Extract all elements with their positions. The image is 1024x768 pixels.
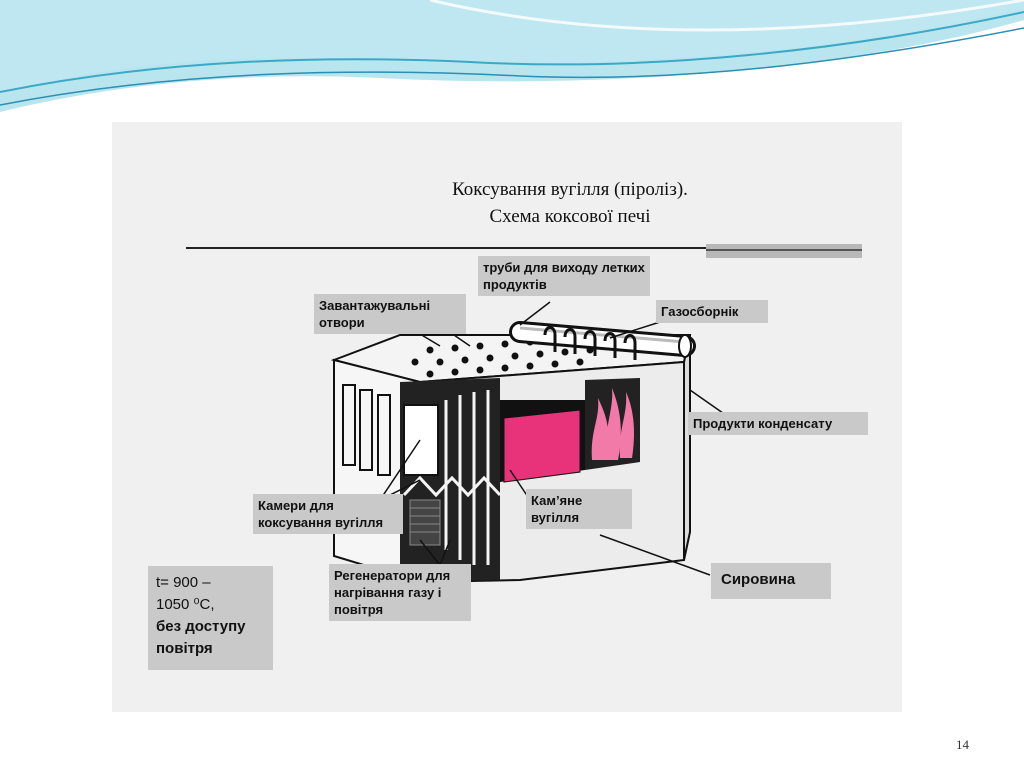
regenerator-zigzag (402, 475, 502, 498)
regenerator-grid (409, 499, 441, 546)
label-loading-holes: Завантажувальні отвори (314, 294, 466, 334)
flames (591, 388, 634, 460)
no-air-line-2: повітря (156, 640, 213, 657)
label-gas-collector: Газосборнік (656, 300, 768, 323)
heating-walls (444, 390, 490, 565)
conditions-box: t= 900 – 1050 ⁰C, без доступу повітря (148, 566, 273, 670)
side-slots (342, 384, 391, 476)
diagram-title: Коксування вугілля (піроліз). Схема кокс… (360, 176, 780, 230)
gas-collector-pipe (509, 321, 696, 358)
label-coal: Кам’яне вугілля (526, 489, 632, 529)
label-chambers: Камери для коксування вугілля (253, 494, 403, 534)
no-air-line-1: без доступу (156, 618, 246, 635)
temperature-line-1: t= 900 – (156, 574, 211, 591)
label-condensate: Продукти конденсату (688, 412, 868, 435)
label-raw-material: Сировина (711, 563, 831, 599)
hot-coal (503, 409, 581, 483)
temperature-line-2: 1050 ⁰C, (156, 596, 215, 613)
label-pipes: труби для виходу летких продуктів (478, 256, 650, 296)
empty-chamber (403, 404, 439, 476)
riser-pipes (543, 326, 637, 360)
title-line-1: Коксування вугілля (піроліз). (452, 179, 688, 200)
label-regenerators: Регенератори для нагрівання газу і повіт… (329, 564, 471, 621)
header-wave-decoration (0, 0, 1024, 112)
page-number: 14 (956, 737, 969, 752)
title-line-2: Схема коксової печі (489, 206, 651, 227)
